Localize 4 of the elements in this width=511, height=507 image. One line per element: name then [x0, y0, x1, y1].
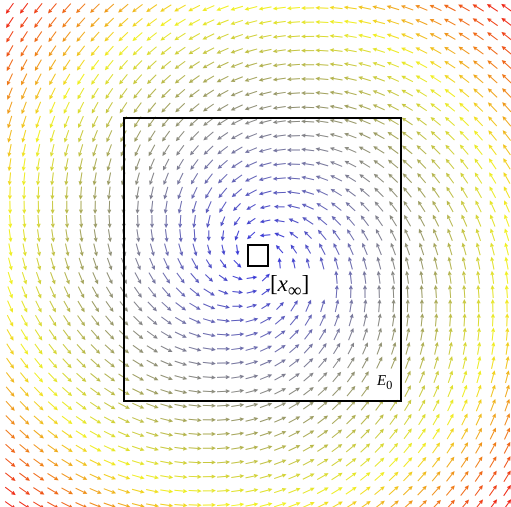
region-label: E$_{0}$ — [377, 374, 392, 392]
small-square — [247, 244, 269, 267]
region-square — [123, 117, 402, 402]
point-label: [x$_{∞}$] — [270, 272, 310, 301]
